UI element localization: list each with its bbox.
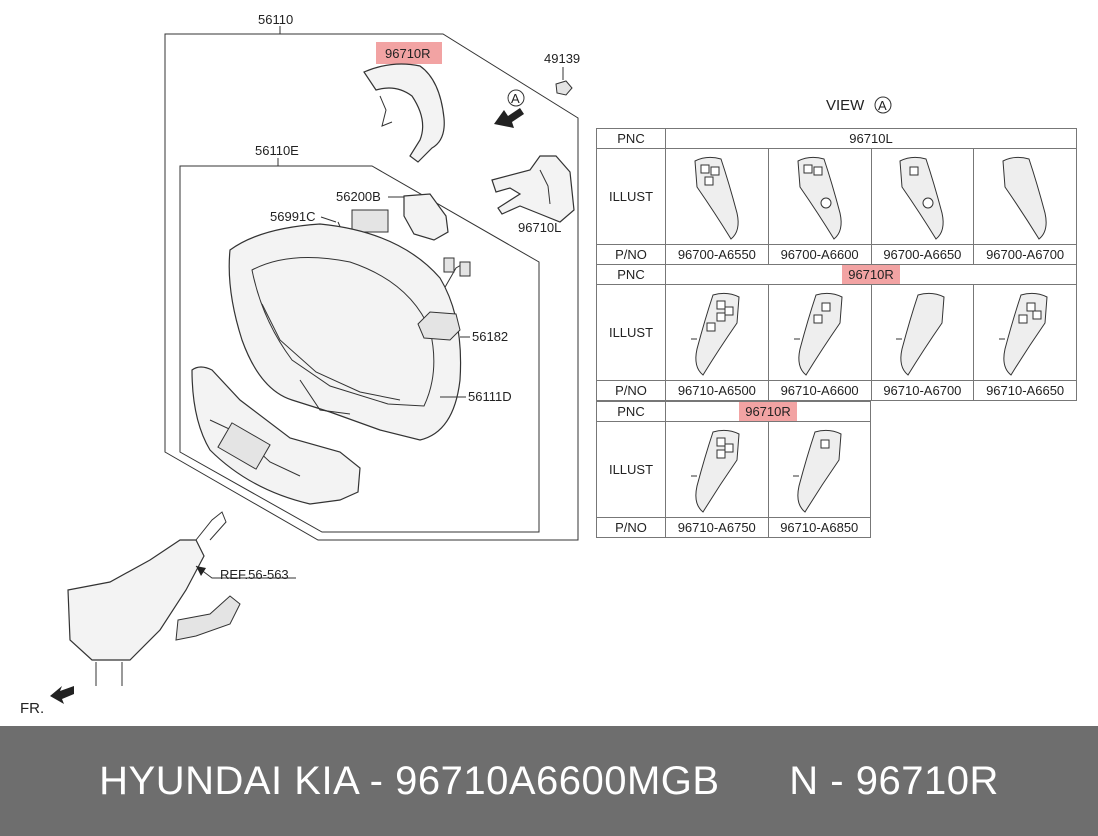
- switch-l-illustration: [694, 156, 739, 240]
- part-number: 96710-A6850: [767, 517, 871, 538]
- illust-cell: [973, 148, 1077, 245]
- pnc-value: 96710R: [665, 401, 871, 422]
- sub-assembly-frame: [179, 165, 540, 533]
- assembly-frame: [164, 33, 579, 541]
- view-arrow: [494, 108, 524, 128]
- footer-gap: [720, 759, 790, 804]
- illust-cell: [665, 284, 769, 381]
- switch-r-illustration: [690, 292, 740, 376]
- part-number: 96700-A6600: [767, 244, 872, 265]
- switch-r-illustration: [793, 429, 842, 513]
- switch-r-illustration: [896, 292, 945, 376]
- switch-l-illustration: [899, 156, 944, 240]
- part-number: 96700-A6650: [870, 244, 975, 265]
- part-number: 96710-A6500: [665, 380, 769, 401]
- parts-diagram: 56110 56110E 96710R 49139 A 96710L 56200…: [20, 12, 892, 717]
- lower-cover-part: [191, 366, 361, 505]
- label-connector: 56182: [472, 329, 508, 344]
- switch-l-illustration: [797, 156, 842, 240]
- switch-r-illustration: [999, 292, 1048, 376]
- footer-pnc: N - 96710R: [789, 758, 999, 803]
- part-number: 96710-A6700: [870, 380, 975, 401]
- illust-cell: [767, 284, 872, 381]
- front-arrow: [50, 686, 74, 704]
- pnc-label: PNC: [596, 401, 666, 422]
- connector-part: [417, 311, 461, 341]
- part-number: 96710-A6650: [973, 380, 1077, 401]
- switch-r-illustration: [690, 429, 740, 513]
- label-cover-r: 96710R: [385, 46, 431, 61]
- footer-part-title: HYUNDAI KIA - 96710A6600MGB: [99, 758, 720, 803]
- illust-cell: [870, 148, 975, 245]
- view-title: VIEW: [826, 97, 865, 114]
- table-pnc-96710r: PNC 96710R ILLUST P/NO 96710-A6750 96710…: [596, 401, 871, 538]
- label-switch-l: 96710L: [518, 220, 561, 235]
- steering-column-part: [67, 539, 205, 661]
- pno-label: P/NO: [596, 380, 666, 401]
- pnc-highlight: 96710R: [842, 265, 900, 284]
- footer-banner: HYUNDAI KIA - 96710A6600MGB N - 96710R: [0, 726, 1098, 836]
- label-front: FR.: [20, 700, 44, 717]
- table-pnc-96710l: PNC 96710L ILLUST P/NO 96700-A6550 96700…: [596, 128, 1077, 401]
- pnc-label: PNC: [596, 128, 666, 149]
- part-number: 96710-A6750: [665, 517, 769, 538]
- switch-r-illustration: [793, 292, 843, 376]
- pnc-value: 96710L: [665, 128, 1077, 149]
- illust-label: ILLUST: [596, 148, 666, 245]
- label-wheel-body: 56111D: [468, 389, 512, 404]
- pnc-highlight: 96710R: [739, 402, 797, 421]
- switch-cover-r-part: [363, 63, 445, 163]
- view-a-tables: PNC 96710L ILLUST P/NO 96700-A6550 96700…: [596, 128, 1077, 538]
- illust-label: ILLUST: [596, 421, 666, 518]
- illust-cell: [665, 421, 769, 518]
- label-harness: 56991C: [270, 209, 316, 224]
- illust-label: ILLUST: [596, 284, 666, 381]
- part-number: 96700-A6700: [973, 244, 1077, 265]
- pnc-label: PNC: [596, 264, 666, 285]
- illust-cell: [767, 421, 871, 518]
- label-sub-assembly: 56110E: [255, 143, 299, 158]
- view-title-marker: A: [878, 98, 887, 113]
- highlight-cover-r: [376, 42, 442, 64]
- switch-l-illustration: [1002, 156, 1047, 240]
- pno-label: P/NO: [596, 244, 666, 265]
- pno-label: P/NO: [596, 517, 666, 538]
- label-assembly: 56110: [258, 12, 293, 27]
- nut-part: [555, 80, 573, 96]
- label-ref: REF.56-563: [220, 567, 289, 582]
- bracket-part: [403, 193, 449, 241]
- label-view-marker: A: [511, 91, 520, 106]
- label-nut: 49139: [544, 51, 580, 66]
- part-number: 96710-A6600: [767, 380, 872, 401]
- illust-cell: [973, 284, 1077, 381]
- pnc-value: 96710R: [665, 264, 1077, 285]
- label-bracket: 56200B: [336, 189, 381, 204]
- illust-cell: [767, 148, 872, 245]
- illust-cell: [870, 284, 975, 381]
- switch-l-part: [491, 155, 575, 223]
- wheel-rim: [228, 223, 462, 441]
- illust-cell: [665, 148, 769, 245]
- part-number: 96700-A6550: [665, 244, 769, 265]
- view-marker-circle: [507, 89, 525, 107]
